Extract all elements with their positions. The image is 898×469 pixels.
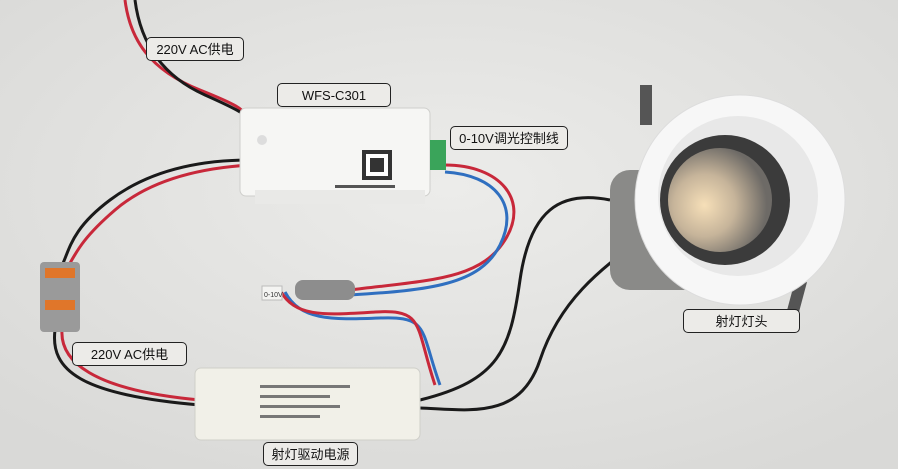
label-controller: WFS-C301 xyxy=(277,83,391,107)
wire-connector xyxy=(40,262,80,332)
label-top-power: 220V AC供电 xyxy=(146,37,244,61)
dimming-connector: 0-10V xyxy=(261,280,355,301)
led-driver xyxy=(194,367,421,441)
controller-to-splitter-wire xyxy=(58,158,251,273)
splitter-to-driver-wire xyxy=(52,329,201,407)
spotlight-head xyxy=(610,85,846,321)
label-dimming-wire: 0-10V调光控制线 xyxy=(450,126,568,150)
label-spotlight-head: 射灯灯头 xyxy=(683,309,800,333)
label-bottom-power: 220V AC供电 xyxy=(72,342,187,366)
lamp-wire xyxy=(419,196,641,412)
connector-tag: 0-10V xyxy=(264,292,283,299)
wfs-c301-controller xyxy=(239,107,446,204)
label-driver: 射灯驱动电源 xyxy=(263,442,358,466)
dimming-wire xyxy=(278,163,516,386)
